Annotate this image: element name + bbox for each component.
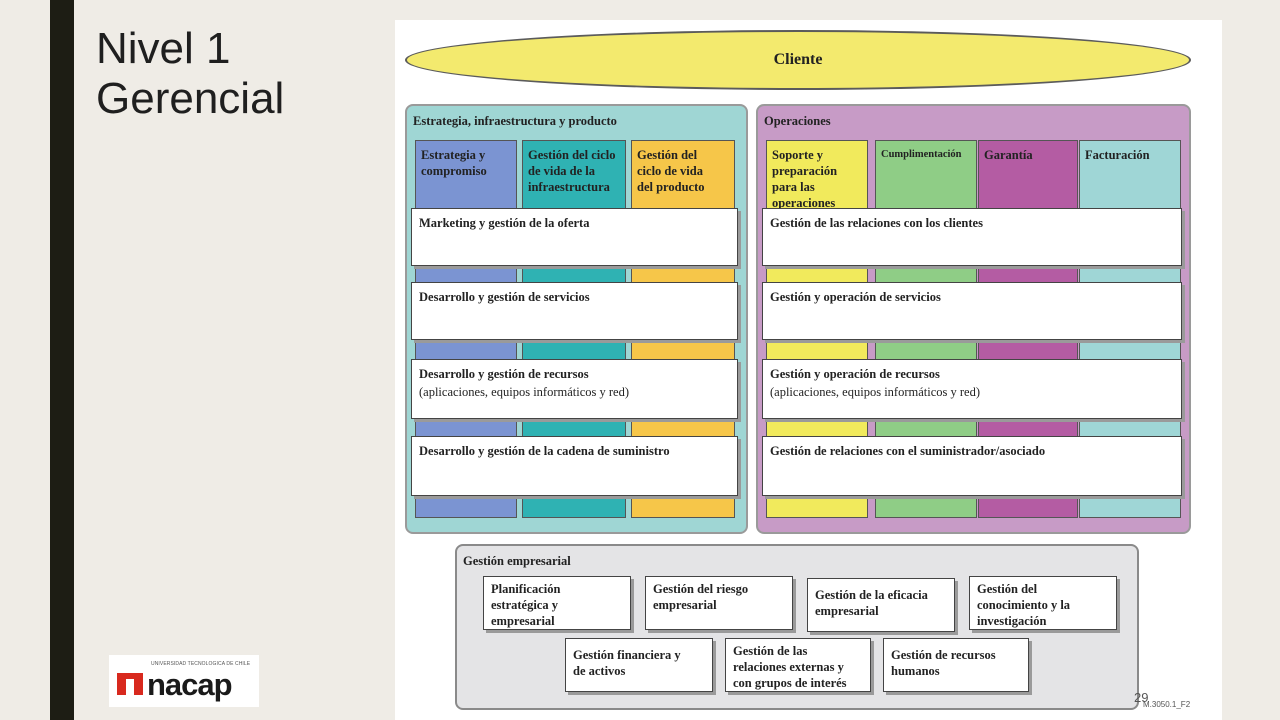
strategy-row-3: Desarrollo y gestión de recursos (aplica… xyxy=(411,359,738,419)
enterprise-section-title: Gestión empresarial xyxy=(463,554,571,568)
enterprise-box-4: Gestión del conocimiento y la investigac… xyxy=(969,576,1117,630)
operations-column-4-label: Facturación xyxy=(1085,148,1150,162)
operations-row-4-label: Gestión de relaciones con el suministrad… xyxy=(770,444,1046,458)
page-number: 29 xyxy=(1134,690,1149,705)
enterprise-box-7: Gestión de recursos humanos xyxy=(883,638,1029,692)
operations-row-1-label: Gestión de las relaciones con los client… xyxy=(770,216,983,230)
operations-row-3: Gestión y operación de recursos (aplicac… xyxy=(762,359,1182,419)
operations-column-1-label: Soporte y preparación para las operacion… xyxy=(772,148,838,210)
left-accent-bar xyxy=(50,0,74,720)
strategy-row-1: Marketing y gestión de la oferta xyxy=(411,208,738,266)
strategy-row-2-label: Desarrollo y gestión de servicios xyxy=(419,290,590,304)
enterprise-box-1: Planificación estratégica y empresarial xyxy=(483,576,631,630)
enterprise-box-2-label: Gestión del riesgo empresarial xyxy=(653,582,749,612)
enterprise-box-5-label: Gestión financiera y de activos xyxy=(573,648,681,678)
operations-column-2-label: Cumplimentación xyxy=(881,149,962,160)
operations-row-2-label: Gestión y operación de servicios xyxy=(770,290,941,304)
enterprise-box-6-label: Gestión de las relaciones externas y con… xyxy=(733,644,847,690)
slide-title-line-2: Gerencial xyxy=(96,74,285,123)
operations-row-4: Gestión de relaciones con el suministrad… xyxy=(762,436,1182,496)
strategy-row-3-sub: (aplicaciones, equipos informáticos y re… xyxy=(419,385,629,399)
enterprise-box-6: Gestión de las relaciones externas y con… xyxy=(725,638,871,692)
operations-section: Operaciones Soporte y preparación para l… xyxy=(756,104,1191,534)
strategy-row-2: Desarrollo y gestión de servicios xyxy=(411,282,738,340)
enterprise-box-5: Gestión financiera y de activos xyxy=(565,638,713,692)
enterprise-box-4-label: Gestión del conocimiento y la investigac… xyxy=(977,582,1071,628)
strategy-column-2-label: Gestión del ciclo de vida de la infraest… xyxy=(528,148,616,194)
strategy-section-title: Estrategia, infraestructura y producto xyxy=(413,114,617,128)
strategy-column-3-label: Gestión del ciclo de vida del producto xyxy=(637,148,705,194)
enterprise-box-3-label: Gestión de la eficacia empresarial xyxy=(815,588,928,618)
enterprise-box-1-label: Planificación estratégica y empresarial xyxy=(491,582,561,628)
logo-mark-icon xyxy=(117,673,143,695)
strategy-row-1-label: Marketing y gestión de la oferta xyxy=(419,216,590,230)
strategy-section: Estrategia, infraestructura y producto E… xyxy=(405,104,748,534)
strategy-row-4-label: Desarrollo y gestión de la cadena de sum… xyxy=(419,444,670,458)
operations-row-3-label: Gestión y operación de recursos xyxy=(770,367,940,381)
tmn-etom-diagram: Cliente Estrategia, infraestructura y pr… xyxy=(395,20,1222,720)
enterprise-section: Gestión empresarial Planificación estrat… xyxy=(455,544,1139,710)
operations-row-3-sub: (aplicaciones, equipos informáticos y re… xyxy=(770,385,980,399)
figure-code: M.3050.1_F2 xyxy=(1143,700,1191,709)
operations-column-3-label: Garantía xyxy=(984,148,1033,162)
strategy-row-4: Desarrollo y gestión de la cadena de sum… xyxy=(411,436,738,496)
inacap-logo: UNIVERSIDAD TECNOLOGICA DE CHILE nacap xyxy=(109,655,259,707)
cliente-ellipse: Cliente xyxy=(405,30,1191,90)
enterprise-box-7-label: Gestión de recursos humanos xyxy=(891,648,996,678)
slide-title: Nivel 1 Gerencial xyxy=(96,24,284,124)
strategy-column-1-label: Estrategia y compromiso xyxy=(421,148,487,178)
operations-section-title: Operaciones xyxy=(764,114,831,128)
enterprise-box-2: Gestión del riesgo empresarial xyxy=(645,576,793,630)
logo-subtitle: UNIVERSIDAD TECNOLOGICA DE CHILE xyxy=(151,661,251,667)
operations-row-2: Gestión y operación de servicios xyxy=(762,282,1182,340)
strategy-row-3-label: Desarrollo y gestión de recursos xyxy=(419,367,589,381)
logo-wordmark: nacap xyxy=(147,667,233,702)
enterprise-box-3: Gestión de la eficacia empresarial xyxy=(807,578,955,632)
slide-title-line-1: Nivel 1 xyxy=(96,24,231,73)
cliente-label: Cliente xyxy=(773,51,823,68)
operations-row-1: Gestión de las relaciones con los client… xyxy=(762,208,1182,266)
